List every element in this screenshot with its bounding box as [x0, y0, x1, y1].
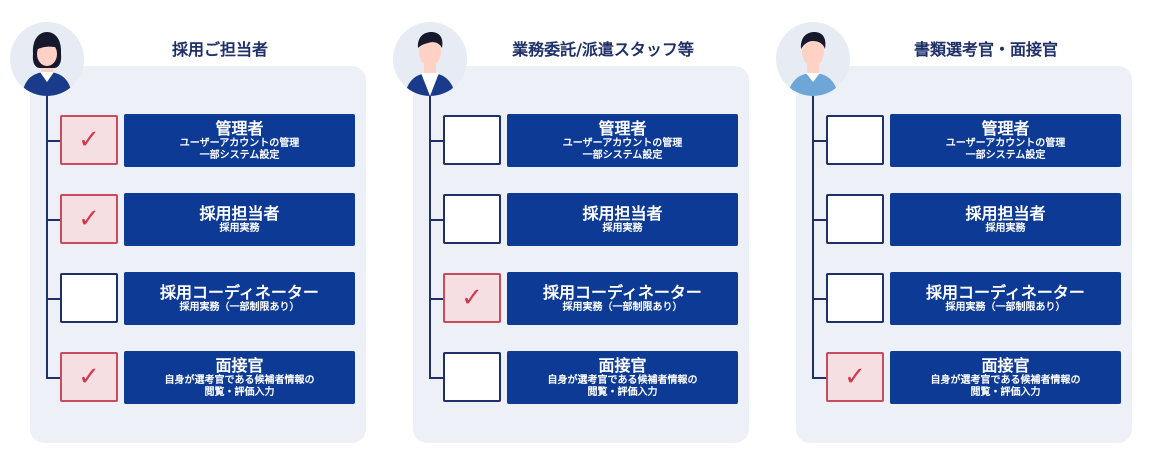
role-name: 採用担当者: [199, 204, 280, 223]
recruiter-checkbox[interactable]: [443, 194, 501, 244]
admin-checkbox[interactable]: [443, 115, 501, 165]
check-icon: [828, 196, 882, 242]
check-icon: ✓: [461, 283, 483, 313]
role-description: 採用実務: [985, 223, 1026, 234]
role-description: 自身が選考官である候補者情報の: [930, 375, 1081, 386]
branch-connector: [429, 298, 443, 300]
recruiter-checkbox[interactable]: [826, 194, 884, 244]
branch-connector: [429, 140, 443, 142]
role-description: 閲覧・評価入力: [204, 387, 275, 398]
interviewer-checkbox[interactable]: [443, 352, 501, 402]
check-icon: ✓: [844, 362, 866, 392]
role-description: 採用実務（一部制限あり）: [945, 302, 1066, 313]
role-coordinator: 採用コーディネーター 採用実務（一部制限あり）: [124, 272, 355, 325]
admin-checkbox[interactable]: [826, 115, 884, 165]
admin-checkbox[interactable]: ✓: [60, 115, 118, 165]
interviewer-checkbox[interactable]: ✓: [826, 352, 884, 402]
column-contractor: 業務委託/派遣スタッフ等 管理者 ユーザーアカウントの管理 一部システム設定 採…: [393, 0, 753, 456]
check-icon: [445, 196, 499, 242]
coordinator-checkbox[interactable]: [60, 273, 118, 323]
role-description: 自身が選考官である候補者情報の: [547, 375, 698, 386]
role-admin: 管理者 ユーザーアカウントの管理 一部システム設定: [124, 114, 355, 167]
role-description: 一部システム設定: [965, 150, 1046, 161]
role-recruiter: 採用担当者 採用実務: [507, 193, 738, 246]
check-icon: [62, 275, 116, 321]
branch-connector: [46, 298, 60, 300]
role-interviewer: 面接官 自身が選考官である候補者情報の 閲覧・評価入力: [890, 351, 1121, 404]
role-admin: 管理者 ユーザーアカウントの管理 一部システム設定: [507, 114, 738, 167]
role-description: 採用実務（一部制限あり）: [562, 302, 683, 313]
coordinator-checkbox[interactable]: [826, 273, 884, 323]
tree-connector: [429, 96, 431, 377]
branch-connector: [812, 219, 826, 221]
role-coordinator: 採用コーディネーター 採用実務（一部制限あり）: [507, 272, 738, 325]
check-icon: [828, 117, 882, 163]
check-icon: ✓: [78, 125, 100, 155]
role-description: ユーザーアカウントの管理: [562, 138, 683, 149]
role-interviewer: 面接官 自身が選考官である候補者情報の 閲覧・評価入力: [124, 351, 355, 404]
column-title: 業務委託/派遣スタッフ等: [512, 40, 694, 59]
role-name: 採用コーディネーター: [543, 283, 702, 302]
role-description: 一部システム設定: [582, 150, 663, 161]
role-coordinator: 採用コーディネーター 採用実務（一部制限あり）: [890, 272, 1121, 325]
tree-connector: [46, 96, 48, 377]
branch-connector: [812, 298, 826, 300]
role-description: 採用実務: [219, 223, 260, 234]
woman-avatar-icon: [10, 22, 84, 96]
column-title: 書類選考官・面接官: [913, 40, 1058, 59]
role-description: ユーザーアカウントの管理: [945, 138, 1066, 149]
column-title: 採用ご担当者: [171, 40, 268, 59]
check-icon: [445, 354, 499, 400]
branch-connector: [46, 140, 60, 142]
role-name: 採用担当者: [965, 204, 1046, 223]
tree-connector: [812, 96, 814, 377]
check-icon: [445, 117, 499, 163]
role-name: 面接官: [598, 356, 647, 375]
role-admin: 管理者 ユーザーアカウントの管理 一部システム設定: [890, 114, 1121, 167]
branch-connector: [46, 377, 60, 379]
role-description: 一部システム設定: [199, 150, 280, 161]
role-description: 採用実務: [602, 223, 643, 234]
role-name: 管理者: [598, 119, 647, 138]
role-recruiter: 採用担当者 採用実務: [890, 193, 1121, 246]
check-icon: ✓: [78, 204, 100, 234]
branch-connector: [812, 140, 826, 142]
branch-connector: [429, 219, 443, 221]
man-avatar-icon: [776, 22, 850, 96]
role-description: 自身が選考官である候補者情報の: [164, 375, 315, 386]
interviewer-checkbox[interactable]: ✓: [60, 352, 118, 402]
role-recruiter: 採用担当者 採用実務: [124, 193, 355, 246]
column-recruiter: 採用ご担当者 ✓ 管理者 ユーザーアカウントの管理 一部システム設定 ✓ 採用担…: [10, 0, 370, 456]
coordinator-checkbox[interactable]: ✓: [443, 273, 501, 323]
branch-connector: [46, 219, 60, 221]
role-name: 面接官: [981, 356, 1030, 375]
role-name: 採用担当者: [582, 204, 663, 223]
branch-connector: [812, 377, 826, 379]
check-icon: ✓: [78, 362, 100, 392]
branch-connector: [429, 377, 443, 379]
role-description: 閲覧・評価入力: [970, 387, 1041, 398]
role-description: 採用実務（一部制限あり）: [179, 302, 300, 313]
role-name: 採用コーディネーター: [160, 283, 319, 302]
man-avatar-icon: [393, 22, 467, 96]
role-description: 閲覧・評価入力: [587, 387, 658, 398]
column-screener: 書類選考官・面接官 管理者 ユーザーアカウントの管理 一部システム設定 採用担当…: [776, 0, 1136, 456]
role-name: 管理者: [215, 119, 264, 138]
role-name: 採用コーディネーター: [926, 283, 1085, 302]
recruiter-checkbox[interactable]: ✓: [60, 194, 118, 244]
role-name: 管理者: [981, 119, 1030, 138]
check-icon: [828, 275, 882, 321]
role-interviewer: 面接官 自身が選考官である候補者情報の 閲覧・評価入力: [507, 351, 738, 404]
role-name: 面接官: [215, 356, 264, 375]
role-description: ユーザーアカウントの管理: [179, 138, 300, 149]
